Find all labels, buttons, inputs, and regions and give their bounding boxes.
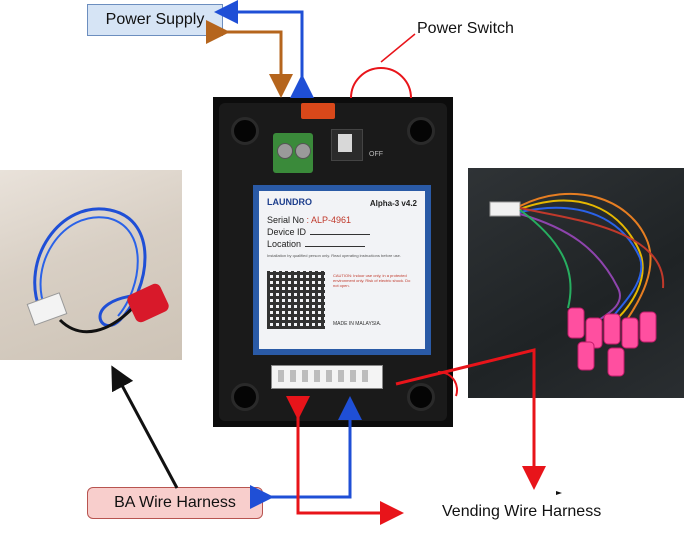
ba-harness-illustration [0, 170, 182, 360]
power-switch-callout [351, 68, 411, 98]
connector-lever [301, 103, 335, 119]
stray-mark [556, 491, 562, 495]
switch-off-text: OFF [369, 151, 383, 158]
vending-wire-harness-label: Vending Wire Harness [442, 503, 601, 521]
power-switch-label: Power Switch [417, 20, 514, 38]
harness-connector [271, 365, 383, 389]
made-in-text: MADE IN MALAYSIA. [333, 321, 381, 327]
mount-hole [231, 117, 259, 145]
ba-wire-harness-photo [0, 170, 182, 360]
device-id-row: Device ID [267, 227, 370, 237]
mount-hole [407, 383, 435, 411]
qr-code [267, 271, 325, 329]
location-row: Location [267, 239, 365, 249]
power-switch [331, 129, 363, 161]
device-label-sticker: LAUNDRO Alpha-3 v4.2 Serial No : ALP-496… [253, 185, 431, 355]
ba-wire-harness-label: BA Wire Harness [87, 487, 263, 519]
serial-label: Serial No [267, 215, 304, 225]
device-id-label: Device ID [267, 227, 306, 237]
brand-logo: LAUNDRO [267, 197, 312, 207]
device-enclosure: OFF LAUNDRO Alpha-3 v4.2 Serial No : ALP… [219, 103, 447, 421]
mount-hole [231, 383, 259, 411]
serial-row: Serial No : ALP-4961 [267, 215, 351, 225]
ba-harness-black-arrow [117, 376, 177, 488]
caution-text: CAUTION: Indoor use only, in a protected… [333, 273, 413, 288]
power-supply-blue-arrow [226, 12, 302, 86]
mount-hole [407, 117, 435, 145]
serial-value: : ALP-4961 [307, 215, 352, 225]
location-label: Location [267, 239, 301, 249]
vending-wire-harness-photo [468, 168, 684, 398]
power-supply-label: Power Supply [87, 4, 223, 36]
power-supply-brown-arrow [218, 32, 281, 86]
device-photo: OFF LAUNDRO Alpha-3 v4.2 Serial No : ALP… [213, 97, 453, 427]
screw-icon [295, 143, 311, 159]
screw-icon [277, 143, 293, 159]
power-terminal-block [273, 133, 313, 173]
vending-harness-illustration [468, 168, 684, 398]
model-text: Alpha-3 v4.2 [370, 199, 417, 208]
power-switch-leader [381, 34, 415, 62]
installation-note: Installation by qualified person only. R… [267, 253, 417, 258]
